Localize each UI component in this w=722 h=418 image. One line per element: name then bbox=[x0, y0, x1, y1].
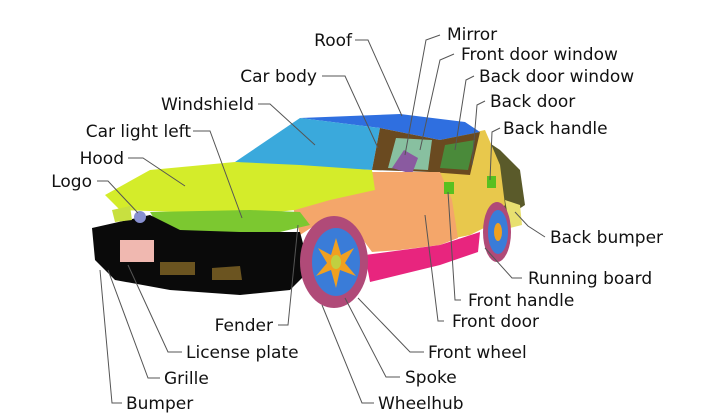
part-windshield bbox=[235, 118, 380, 170]
label-front-door-window: Front door window bbox=[461, 45, 618, 65]
part-front-handle bbox=[444, 182, 454, 194]
labels: Roof Car body Windshield Car light left … bbox=[51, 25, 663, 414]
label-roof: Roof bbox=[314, 31, 353, 51]
label-back-bumper: Back bumper bbox=[550, 228, 663, 248]
label-car-body: Car body bbox=[240, 67, 317, 87]
part-back-handle bbox=[487, 176, 496, 188]
part-roof bbox=[300, 114, 480, 140]
label-fender: Fender bbox=[215, 316, 273, 336]
part-hood bbox=[105, 162, 375, 215]
label-running-board: Running board bbox=[528, 269, 652, 289]
part-grille bbox=[160, 262, 195, 275]
part-front-wheel bbox=[300, 216, 368, 308]
part-bumper bbox=[92, 215, 310, 295]
part-fog-light bbox=[212, 266, 242, 280]
car-illustration bbox=[92, 114, 525, 308]
label-bumper: Bumper bbox=[126, 394, 193, 414]
label-front-wheel: Front wheel bbox=[428, 343, 527, 363]
label-back-handle: Back handle bbox=[503, 119, 608, 139]
label-front-handle: Front handle bbox=[468, 291, 574, 311]
part-hood-lower bbox=[150, 210, 310, 234]
label-wheelhub: Wheelhub bbox=[378, 394, 464, 414]
leader-lines bbox=[97, 34, 546, 404]
label-mirror: Mirror bbox=[447, 25, 497, 45]
part-back-door-window bbox=[440, 140, 475, 170]
label-hood: Hood bbox=[80, 149, 124, 169]
part-front-door bbox=[360, 172, 458, 252]
part-license-plate bbox=[120, 240, 154, 262]
label-back-door-window: Back door window bbox=[479, 67, 634, 87]
label-windshield: Windshield bbox=[161, 95, 254, 115]
label-license-plate: License plate bbox=[186, 343, 299, 363]
part-logo bbox=[134, 211, 146, 223]
label-spoke: Spoke bbox=[405, 368, 457, 388]
label-front-door: Front door bbox=[452, 312, 539, 332]
part-car-light-left bbox=[112, 206, 132, 222]
label-logo: Logo bbox=[51, 172, 92, 192]
part-back-wheel bbox=[483, 202, 511, 262]
label-back-door: Back door bbox=[490, 92, 575, 112]
label-grille: Grille bbox=[164, 369, 209, 389]
label-car-light-left: Car light left bbox=[86, 122, 192, 142]
part-mirror bbox=[392, 150, 418, 174]
